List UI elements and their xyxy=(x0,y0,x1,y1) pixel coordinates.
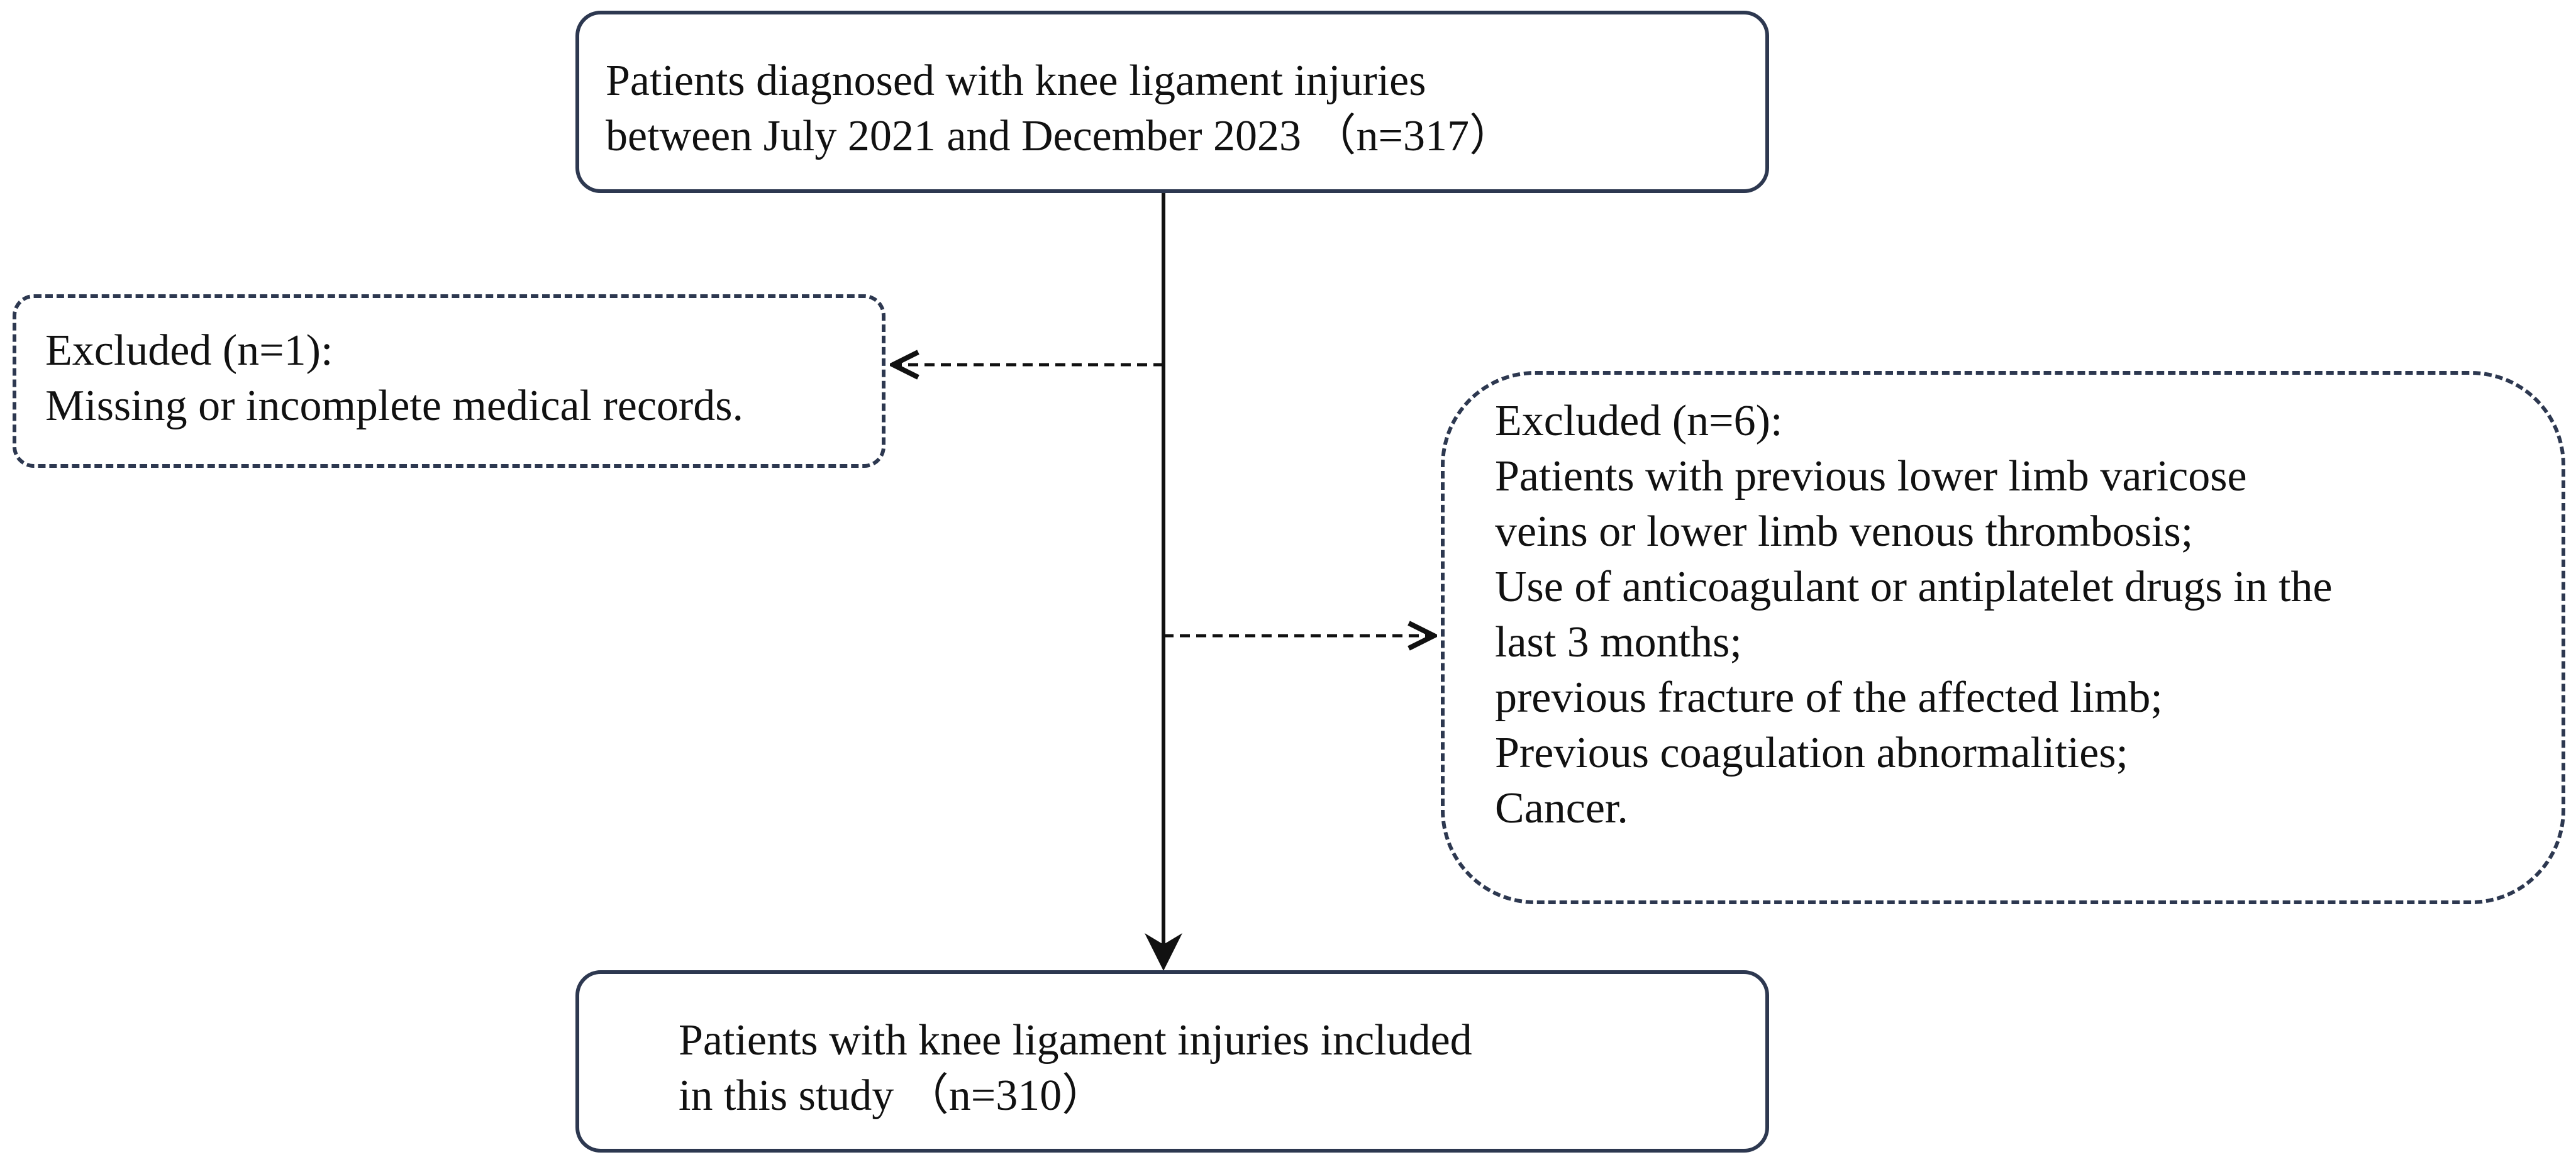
included-line-1: Patients with knee ligament injuries inc… xyxy=(679,1016,1472,1065)
enrollment-line-1: Patients diagnosed with knee ligament in… xyxy=(606,57,1426,105)
enrollment-box: Patients diagnosed with knee ligament in… xyxy=(575,11,1769,193)
exclusion-1-reason: Missing or incomplete medical records. xyxy=(45,382,743,430)
exclusion-box-2: Excluded (n=6): Patients with previous l… xyxy=(1441,371,2565,904)
exclusion-2-heading: Excluded (n=6): xyxy=(1495,397,1783,445)
exclusion-2-line: Use of anticoagulant or antiplatelet dru… xyxy=(1495,563,2333,611)
exclusion-2-line: veins or lower limb venous thrombosis; xyxy=(1495,507,2194,556)
enrollment-line-2: between July 2021 and December 2023 （n=3… xyxy=(606,112,1514,160)
exclusion-2-line: Previous coagulation abnormalities; xyxy=(1495,729,2129,777)
exclusion-2-line: previous fracture of the affected limb; xyxy=(1495,673,2163,722)
exclusion-box-1: Excluded (n=1): Missing or incomplete me… xyxy=(13,294,886,468)
exclusion-2-line: Cancer. xyxy=(1495,784,1628,833)
included-box: Patients with knee ligament injuries inc… xyxy=(575,970,1769,1153)
exclusion-2-line: last 3 months; xyxy=(1495,618,1742,667)
included-line-2: in this study （n=310） xyxy=(679,1071,1106,1120)
exclusion-1-heading: Excluded (n=1): xyxy=(45,326,333,375)
exclusion-2-line: Patients with previous lower limb varico… xyxy=(1495,452,2247,501)
